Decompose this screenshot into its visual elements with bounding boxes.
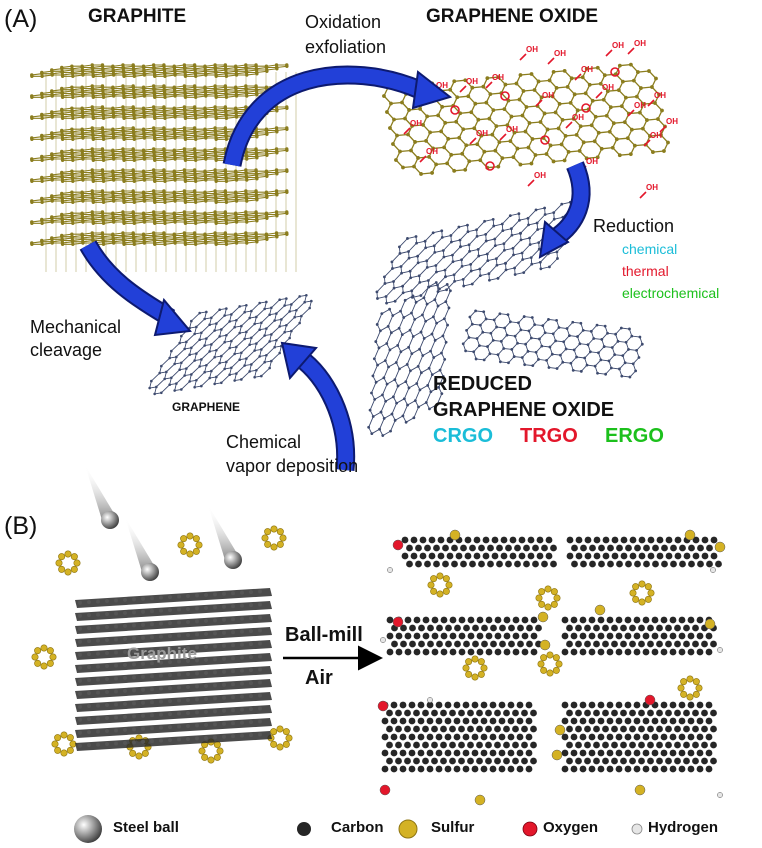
cvd-label-2: vapor deposition xyxy=(226,456,359,476)
svg-text:OH: OH xyxy=(410,119,422,128)
ball-mill-label: Ball-mill xyxy=(285,624,363,646)
svg-text:OH: OH xyxy=(602,83,614,92)
graphene-title: GRAPHENE xyxy=(172,400,241,414)
exfoliation-label: exfoliation xyxy=(305,37,387,57)
reduction-label: Reduction xyxy=(593,216,675,236)
rgo-type-trgo: TRGO xyxy=(520,425,578,447)
svg-text:OH: OH xyxy=(436,81,448,90)
reduced-graphene-oxide-sheets xyxy=(367,200,644,437)
method-chemical: chemical xyxy=(622,241,678,257)
legend-steel-ball: Steel ball xyxy=(113,819,179,836)
graphite-label-b: Graphite xyxy=(127,644,197,663)
cvd-label-1: Chemical xyxy=(226,432,302,452)
process-arrows xyxy=(79,65,591,471)
legend-sulfur: Sulfur xyxy=(431,819,475,836)
svg-text:OH: OH xyxy=(542,91,554,100)
svg-text:OH: OH xyxy=(526,45,538,54)
svg-text:OH: OH xyxy=(534,171,546,180)
svg-text:OH: OH xyxy=(634,39,646,48)
panel-a-label: (A) xyxy=(4,5,38,33)
rgo-title-1: REDUCED xyxy=(433,373,532,395)
legend-carbon: Carbon xyxy=(331,819,384,836)
graphene-oxide-title: GRAPHENE OXIDE xyxy=(426,6,599,27)
graphite-stack xyxy=(30,63,297,272)
graphite-title: GRAPHITE xyxy=(88,6,187,27)
graphene-oxide-sheet: OH OH OH OH OH OH OH OH OH OH OH OH OH OH OH OH OH OH OH OH… xyxy=(382,39,678,199)
svg-text:OH: OH xyxy=(581,65,593,74)
panel-b-label: (B) xyxy=(4,512,38,540)
cleavage-label: cleavage xyxy=(30,340,103,360)
mechanical-label: Mechanical xyxy=(30,317,122,337)
svg-text:OH: OH xyxy=(506,125,518,134)
air-label: Air xyxy=(305,667,333,689)
svg-text:OH: OH xyxy=(586,157,598,166)
svg-text:OH: OH xyxy=(612,41,624,50)
svg-text:OH: OH xyxy=(426,147,438,156)
legend-oxygen: Oxygen xyxy=(543,819,599,836)
rgo-type-crgo: CRGO xyxy=(433,425,493,447)
svg-text:OH: OH xyxy=(554,49,566,58)
svg-text:OH: OH xyxy=(666,117,678,126)
rgo-type-ergo: ERGO xyxy=(605,425,664,447)
graphene-sheet xyxy=(148,293,313,396)
oxidation-label: Oxidation xyxy=(305,12,382,32)
svg-text:OH: OH xyxy=(650,131,662,140)
svg-text:OH: OH xyxy=(466,77,478,86)
rgo-title-2: GRAPHENE OXIDE xyxy=(433,399,615,421)
svg-text:OH: OH xyxy=(646,183,658,192)
svg-text:OH: OH xyxy=(492,73,504,82)
panel-b-artwork xyxy=(31,465,726,843)
svg-text:OH: OH xyxy=(476,129,488,138)
svg-text:OH: OH xyxy=(634,101,646,110)
legend-hydrogen: Hydrogen xyxy=(648,819,719,836)
method-thermal: thermal xyxy=(622,263,669,279)
svg-text:OH: OH xyxy=(572,113,584,122)
method-electrochemical: electrochemical xyxy=(622,285,720,301)
svg-text:OH: OH xyxy=(654,91,666,100)
